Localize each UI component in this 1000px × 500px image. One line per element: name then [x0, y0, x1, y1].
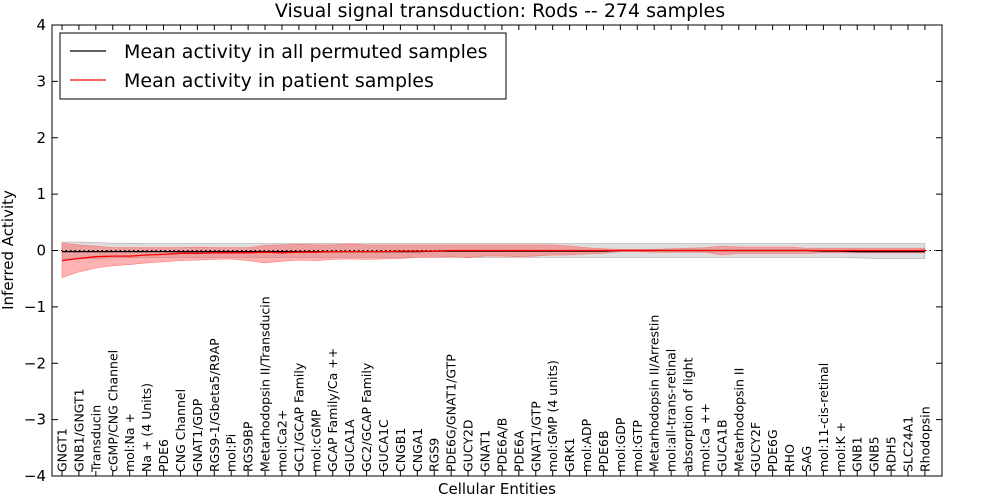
x-category-label: SAG: [799, 446, 814, 472]
x-category-label: GNAT1: [478, 430, 493, 472]
x-category-label: mol:all-trans-retinal: [664, 349, 679, 472]
plot-area: [52, 241, 942, 279]
y-tick-label: 1: [36, 185, 46, 203]
x-category-label: GCAP Family/Ca ++: [325, 348, 340, 472]
x-category-label: mol:Pi: [224, 434, 239, 472]
y-tick-label: −3: [24, 411, 46, 429]
y-tick-label: 2: [36, 129, 46, 147]
y-axis-ticks: 4 3 2 1 0 −1 −2 −3 −4: [24, 16, 942, 485]
x-category-label: PDE6A/B: [494, 418, 509, 472]
y-tick-label: −4: [24, 467, 46, 485]
x-category-label: GNB1: [850, 436, 865, 472]
x-category-label: mol:ADP: [579, 418, 594, 472]
x-category-label: RGS9BP: [241, 421, 256, 472]
x-category-label: CNGA1: [410, 428, 425, 472]
x-category-label: PDE6G: [765, 429, 780, 472]
x-category-label: mol:GDP: [613, 417, 628, 472]
x-category-label: GNB5: [867, 436, 882, 472]
y-tick-label: −2: [24, 354, 46, 372]
x-category-label: GUCA1C: [376, 419, 391, 472]
x-category-label: PDE6A: [511, 430, 526, 472]
x-category-label: SLC24A1: [901, 416, 916, 472]
x-category-label: RDH5: [884, 436, 899, 472]
x-category-label: GC1/GCAP Family: [291, 362, 306, 472]
x-category-label: RHO: [782, 444, 797, 472]
x-category-label: Na + (4 Units): [139, 383, 154, 472]
legend-label-permuted: Mean activity in all permuted samples: [124, 41, 487, 63]
x-category-label: GNAT1/GDP: [190, 398, 205, 472]
x-category-label: PDE6G/GNAT1/GTP: [444, 354, 459, 472]
x-category-label: mol:11-cis-retinal: [816, 363, 831, 472]
x-category-label: GRK1: [562, 437, 577, 472]
x-axis-label: Cellular Entities: [438, 480, 556, 498]
x-category-label: GUCA1A: [342, 419, 357, 472]
x-category-label: GUCY2D: [461, 419, 476, 472]
x-category-label: mol:GTP: [630, 420, 645, 472]
x-category-label: GUCA1B: [714, 419, 729, 472]
y-tick-label: 4: [36, 16, 46, 34]
x-category-label: mol:cGMP: [308, 409, 323, 472]
legend: Mean activity in all permuted samples Me…: [59, 32, 507, 100]
legend-box: [59, 32, 507, 100]
x-category-label: Rhodopsin: [917, 406, 932, 472]
x-category-label: GNAT1/GTP: [528, 401, 543, 472]
x-category-label: mol:Ca ++: [697, 403, 712, 472]
legend-label-patient: Mean activity in patient samples: [124, 70, 434, 92]
x-category-label: mol:K +: [833, 422, 848, 472]
x-category-label: absorption of light: [681, 357, 696, 472]
x-category-label: RGS9: [427, 438, 442, 472]
x-category-label: RGS9-1/Gbeta5/R9AP: [207, 338, 222, 472]
y-tick-label: 0: [36, 242, 46, 260]
chart-title: Visual signal transduction: Rods -- 274 …: [275, 0, 725, 22]
x-category-label: GUCY2F: [748, 422, 763, 472]
x-category-label: PDE6: [156, 439, 171, 472]
series-line-patient: [61, 249, 925, 262]
y-tick-label: −1: [24, 298, 46, 316]
x-category-label: GNGT1: [55, 428, 70, 472]
y-axis-label: Inferred Activity: [0, 190, 17, 310]
x-category-label: CNG Channel: [173, 389, 188, 472]
x-category-label: Metarhodopsin II/Arrestin: [647, 315, 662, 472]
x-category-label: mol:Ca2+: [274, 410, 289, 472]
y-tick-label: 3: [36, 72, 46, 90]
x-category-label: CNGB1: [393, 428, 408, 472]
x-category-label: Metarhodopsin II/Transducin: [258, 296, 273, 472]
x-category-label: GNB1/GNGT1: [71, 388, 86, 472]
x-category-label: Metarhodopsin II: [731, 368, 746, 472]
x-category-label: mol:Na +: [122, 413, 137, 472]
x-category-label: cGMP/CNG Channel: [105, 350, 120, 472]
x-category-label: mol:GMP (4 units): [545, 360, 560, 472]
band-patient: [61, 242, 926, 279]
x-category-label: GC2/GCAP Family: [359, 362, 374, 472]
x-category-label: Transducin: [88, 405, 103, 473]
x-category-label: PDE6B: [596, 430, 611, 472]
